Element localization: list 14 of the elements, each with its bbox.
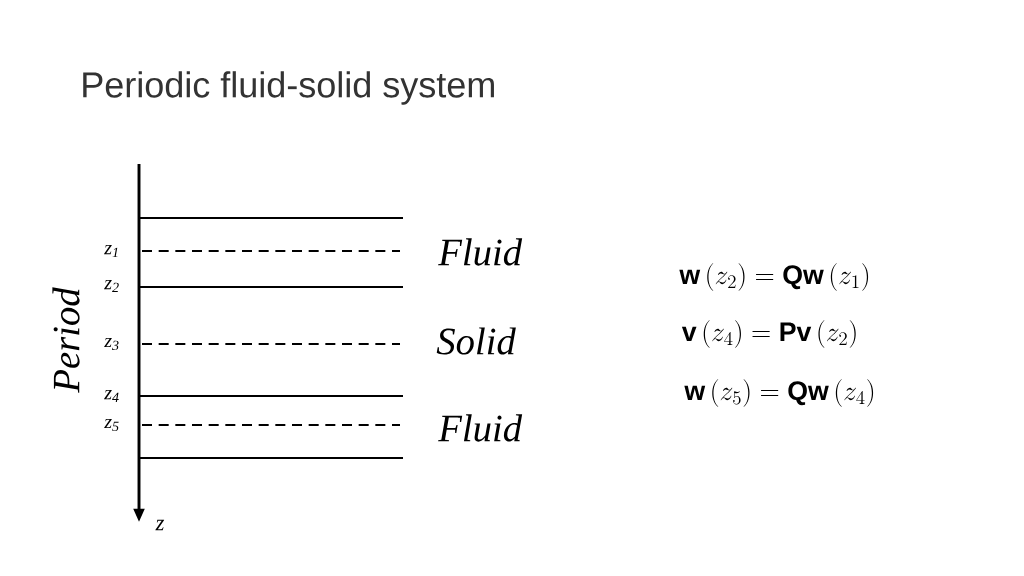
position-label: z$_{5}$ — [104, 418, 119, 432]
position-label: z$_{2}$ — [104, 279, 119, 293]
axis-label: z — [155, 519, 165, 531]
layer-label: Fluid — [438, 238, 523, 266]
equation: $\mathbf{w}\left(z_{2}\right)=\mathbf{Q}\mathbf{w}\left(z_{1}\right)$ — [679, 263, 869, 291]
title: Periodic fluid-solid system — [83, 71, 494, 105]
equation: $\mathbf{w}\left(z_{5}\right)=\mathbf{Q}\mathbf{w}\left(z_{4}\right)$ — [684, 379, 874, 407]
axis-title: Period — [52, 287, 80, 393]
position-label: z$_{1}$ — [104, 244, 118, 258]
layer-label: Fluid — [438, 414, 523, 442]
layer-label: Solid — [436, 327, 516, 355]
equation: $\mathbf{v}\left(z_{4}\right)=\mathbf{P}\mathbf{v}\left(z_{2}\right)$ — [681, 320, 856, 348]
position-label: z$_{4}$ — [104, 389, 119, 403]
position-label: z$_{3}$ — [104, 337, 119, 351]
